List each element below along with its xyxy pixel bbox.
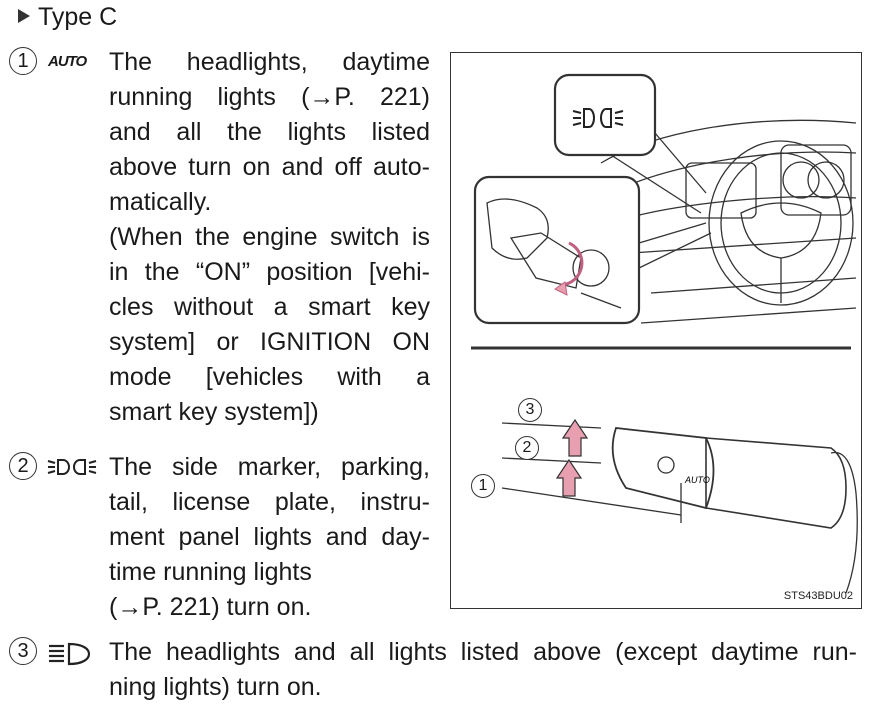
auto-text-icon: AUTO (48, 53, 87, 70)
item-3-text: The headlights and all lights listed abo… (109, 638, 857, 701)
figure-code: STS43BDU02 (783, 590, 853, 602)
callout-3: 3 (518, 398, 542, 422)
item-2-text: The side marker, parking, tail, license … (109, 453, 430, 621)
headlight-icon (49, 642, 91, 666)
item-number-3: 3 (9, 637, 37, 665)
triangle-bullet-icon (18, 9, 30, 23)
callout-1: 1 (471, 474, 495, 498)
item-number-2: 2 (9, 452, 37, 480)
item-1-text: The headlights, daytime running lights (… (109, 48, 430, 426)
figure-illustration: AUTO (471, 73, 858, 594)
parking-lights-icon (47, 459, 97, 475)
light-switch-figure: AUTO 3 2 1 STS43BDU02 (450, 52, 862, 609)
item-number-1: 1 (9, 47, 37, 75)
callout-2: 2 (515, 436, 539, 460)
switch-auto-label: AUTO (684, 475, 710, 485)
section-heading: Type C (18, 2, 117, 32)
